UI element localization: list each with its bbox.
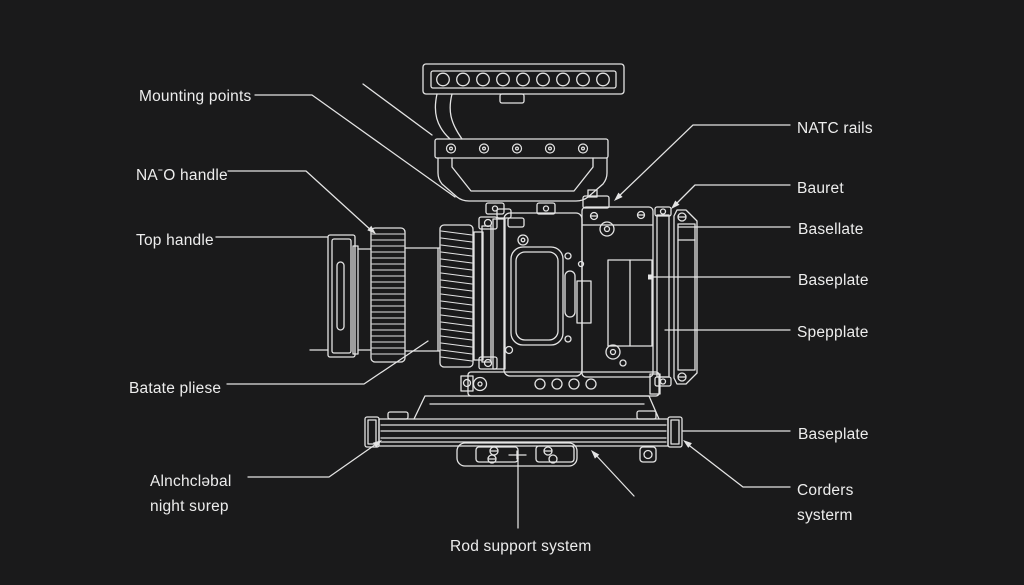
- leader-lines: [215, 94, 791, 529]
- leader-arrowhead: [614, 192, 623, 201]
- leader-natc-rails: [616, 124, 791, 199]
- label-nato-handle: NAˉO handle: [136, 167, 228, 184]
- top-handle-assembly: [434, 138, 609, 215]
- leader-arrowhead: [591, 450, 600, 459]
- rod-rail: [364, 410, 683, 448]
- baseplate-assembly: [413, 371, 661, 420]
- leader-corders: [685, 442, 791, 488]
- leader-anchor: [247, 441, 380, 478]
- label-spepplate: Spepplate: [797, 324, 869, 341]
- label-corders-line1: Corders: [797, 482, 854, 499]
- label-anchor-strap-line2: night sʋrep: [150, 498, 229, 515]
- camera-body: [496, 189, 654, 378]
- leader-arrowhead: [367, 225, 376, 234]
- side-plates: [654, 206, 698, 387]
- leader-arrowhead: [372, 440, 382, 448]
- label-basellate: Basellate: [798, 221, 864, 238]
- leader-mounting-points: [254, 94, 456, 198]
- top-mounting-rail: [362, 63, 625, 140]
- label-corders-line2: systerm: [797, 507, 853, 524]
- label-top-handle: Top handle: [136, 232, 214, 249]
- lens-assembly: [309, 216, 506, 370]
- label-anchor-strap: Alnchcləbal night sʋrep: [150, 469, 231, 519]
- label-anchor-strap-line1: Alnchcləbal: [150, 473, 232, 490]
- label-baseplate-1: Baseplate: [798, 272, 869, 289]
- bottom-bracket: [456, 442, 657, 467]
- label-baseplate-2: Baseplate: [798, 426, 869, 443]
- label-bauret: Bauret: [797, 180, 844, 197]
- label-corders-system: Corders systerm: [797, 478, 854, 528]
- label-rod-support-system: Rod support system: [450, 538, 592, 555]
- leader-arrowhead: [671, 200, 680, 209]
- leader-batate-pliese: [226, 340, 429, 385]
- label-mounting-points: Mounting points: [139, 88, 252, 105]
- leader-arrowhead: [683, 440, 692, 448]
- label-natc-rails: NATC rails: [797, 120, 873, 137]
- leader-nato-handle: [227, 170, 374, 233]
- label-batate-pliese: Batate pliese: [129, 380, 222, 397]
- leader-stray: [593, 452, 635, 497]
- leader-bauret: [673, 184, 791, 207]
